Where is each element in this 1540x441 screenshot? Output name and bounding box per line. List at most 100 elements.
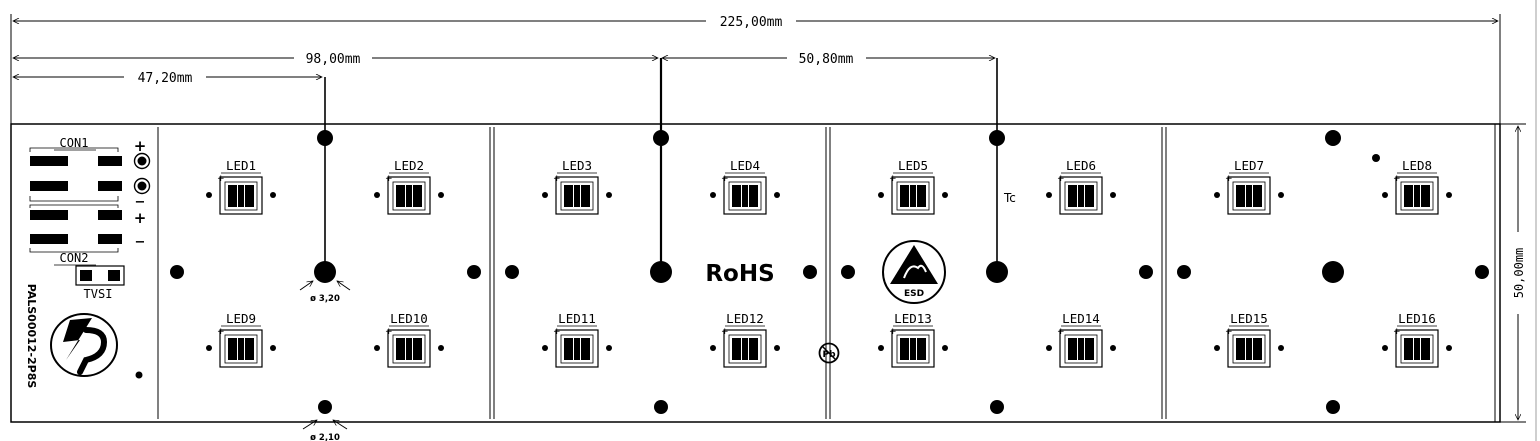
dimension-pitch: 50,80mm [662, 52, 995, 67]
hole-5 [170, 265, 184, 279]
plus-sign-bottom: + [134, 209, 147, 227]
terminal-pads [133, 152, 151, 195]
hole-15 [986, 261, 1008, 283]
pb-free-mark: Pb [818, 342, 840, 364]
led-label: LED7 [1234, 158, 1264, 173]
mounting-holes [170, 130, 1489, 414]
led-3: +LED3 [542, 158, 612, 215]
hole-callout-small: ø 2,10 [302, 420, 348, 441]
led-polarity: + [1225, 327, 1233, 337]
led-polarity: + [1393, 174, 1401, 184]
hole-16 [1322, 261, 1344, 283]
led-polarity: + [889, 327, 897, 337]
hole-2 [653, 130, 669, 146]
led-label: LED4 [730, 158, 760, 173]
pb-free-label: Pb [822, 350, 836, 360]
led-1: +LED1 [206, 158, 276, 215]
led-16: +LED16 [1382, 311, 1452, 368]
led-polarity: + [385, 174, 393, 184]
dimension-height: 50,00mm [1500, 123, 1526, 423]
hole-dia-large-label: ø 3,20 [310, 294, 340, 304]
company-logo [50, 313, 118, 377]
hole-8 [803, 265, 817, 279]
hole-21 [1372, 154, 1380, 162]
hole-14 [650, 261, 672, 283]
led-polarity: + [889, 174, 897, 184]
hole-19 [990, 400, 1004, 414]
section-dividers [157, 127, 1167, 419]
con2-connector: CON2 [29, 204, 122, 266]
led-label: LED8 [1402, 158, 1432, 173]
led-9: +LED9 [206, 311, 276, 368]
led-polarity: + [553, 174, 561, 184]
hole-4 [1325, 130, 1341, 146]
led-4: +LED4 [710, 158, 780, 215]
hole-10 [1139, 265, 1153, 279]
esd-label: ESD [904, 289, 924, 299]
led-label: LED13 [894, 311, 932, 326]
led-label: LED16 [1398, 311, 1436, 326]
hole-7 [505, 265, 519, 279]
dimension-hole-98: 98,00mm [13, 52, 658, 67]
hole-13 [314, 261, 336, 283]
led-14: +LED14 [1046, 311, 1116, 368]
led-polarity: + [1057, 327, 1065, 337]
hole-18 [654, 400, 668, 414]
board-outline [10, 123, 1501, 423]
led-label: LED9 [226, 311, 256, 326]
hole-9 [841, 265, 855, 279]
hole-20 [1326, 400, 1340, 414]
led-label: LED3 [562, 158, 592, 173]
tc-label: Tc [1003, 191, 1016, 205]
dimension-overall: 225,00mm [10, 14, 1501, 124]
dim-98-label: 98,00mm [306, 52, 361, 67]
dim-height-label: 50,00mm [1512, 248, 1526, 299]
minus-sign-top: − [135, 195, 146, 210]
led-polarity: + [385, 327, 393, 337]
led-array: +LED1+LED2+LED3+LED4+LED5+LED6+LED7+LED8… [206, 158, 1452, 368]
hole-dia-small-label: ø 2,10 [310, 433, 340, 441]
con1-connector: CON1 [29, 136, 122, 202]
hole-6 [467, 265, 481, 279]
led-label: LED10 [390, 311, 428, 326]
tvs-label: TVSI [84, 287, 113, 301]
dim-pitch-label: 50,80mm [799, 52, 854, 67]
con1-label: CON1 [60, 136, 89, 150]
led-label: LED5 [898, 158, 928, 173]
dim-47-label: 47,20mm [138, 71, 193, 86]
led-13: +LED13 [878, 311, 948, 368]
polarity-markers: + − + − [134, 137, 147, 250]
led-10: +LED10 [374, 311, 444, 368]
led-polarity: + [217, 327, 225, 337]
hole-3 [989, 130, 1005, 146]
led-2: +LED2 [374, 158, 444, 215]
hole-1 [317, 130, 333, 146]
led-label: LED15 [1230, 311, 1268, 326]
rohs-mark: RoHS [705, 261, 774, 287]
hole-11 [1177, 265, 1191, 279]
led-label: LED11 [558, 311, 596, 326]
hole-callout-large: ø 3,20 [299, 281, 351, 304]
dim-overall-label: 225,00mm [720, 15, 783, 30]
led-8: +LED8 [1382, 158, 1452, 215]
led-polarity: + [721, 174, 729, 184]
esd-symbol: ESD [882, 240, 946, 304]
led-label: LED1 [226, 158, 256, 173]
led-label: LED6 [1066, 158, 1096, 173]
led-polarity: + [1393, 327, 1401, 337]
led-11: +LED11 [542, 311, 612, 368]
led-12: +LED12 [710, 311, 780, 368]
tvs-diode: TVSI [75, 265, 125, 301]
led-polarity: + [1057, 174, 1065, 184]
led-7: +LED7 [1214, 158, 1284, 215]
led-polarity: + [1225, 174, 1233, 184]
part-number: PALS00012-2P8S [25, 284, 38, 389]
minus-sign-bottom: − [135, 235, 146, 250]
hole-12 [1475, 265, 1489, 279]
dimension-hole-47: 47,20mm [13, 71, 322, 86]
hole-17 [318, 400, 332, 414]
led-label: LED14 [1062, 311, 1100, 326]
led-polarity: + [217, 174, 225, 184]
led-polarity: + [721, 327, 729, 337]
